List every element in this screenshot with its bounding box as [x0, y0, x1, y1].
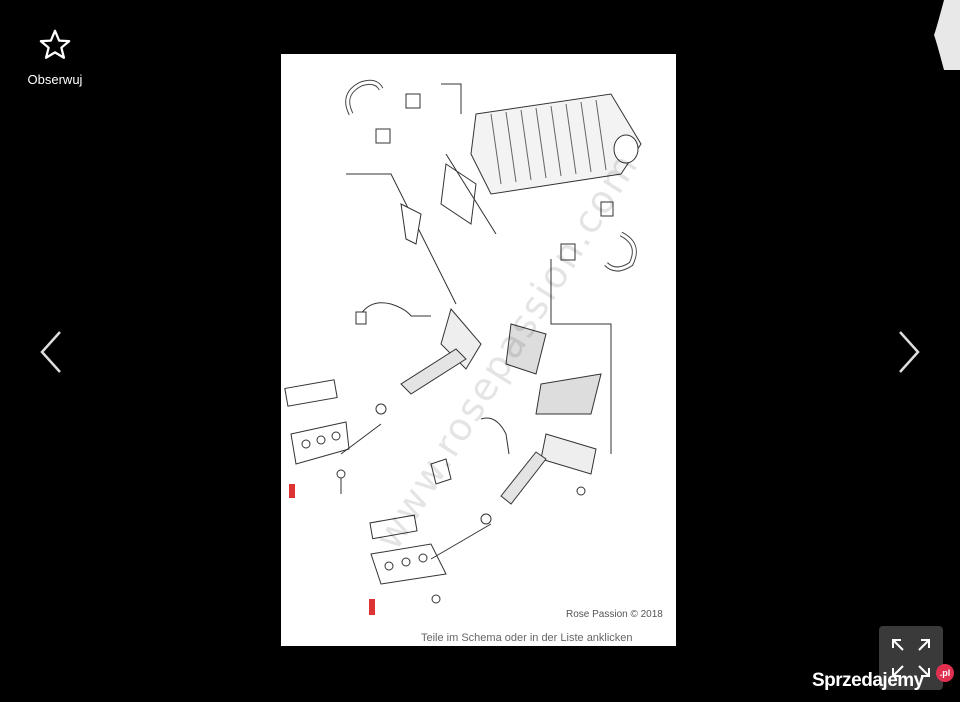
image-caption: Teile im Schema oder in der Liste anklic…: [421, 632, 633, 644]
follow-button[interactable]: Obserwuj: [20, 28, 90, 87]
chevron-left-icon[interactable]: [36, 328, 66, 376]
side-panel-tab[interactable]: [934, 0, 960, 70]
star-outline-icon: [39, 29, 71, 59]
brand-suffix: .pl: [936, 664, 954, 682]
brand-logo: Sprzedajemy: [812, 670, 924, 691]
chevron-right-icon[interactable]: [894, 328, 924, 376]
copyright-text: Rose Passion © 2018: [566, 609, 663, 620]
expand-icon: [892, 639, 930, 677]
gallery-image: www.rosepassion.com Rose Passion © 2018 …: [281, 54, 676, 646]
parts-diagram: [284, 79, 642, 615]
fullscreen-button[interactable]: [879, 626, 943, 690]
follow-label: Obserwuj: [27, 72, 83, 87]
